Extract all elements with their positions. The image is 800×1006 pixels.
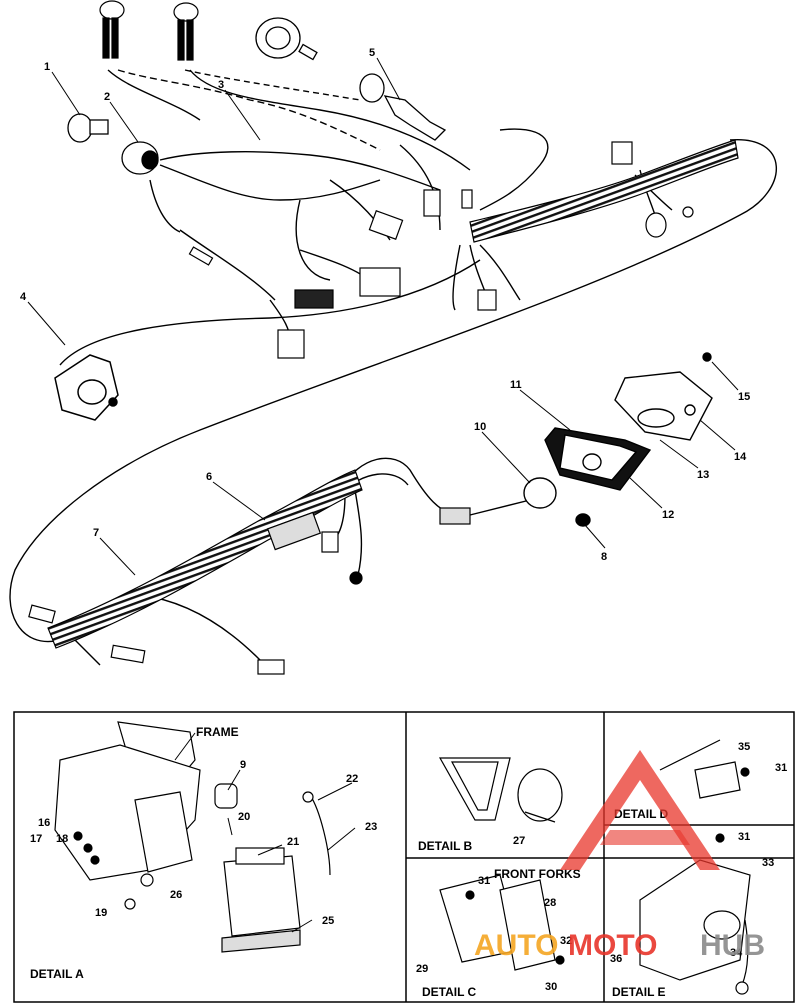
lamp-socket-2 — [121, 141, 159, 175]
callout-16: 16 — [38, 817, 50, 829]
callout-2: 2 — [104, 91, 110, 103]
ignition-switch-4 — [54, 354, 119, 421]
lower-harness-loom — [47, 469, 363, 649]
label-detail-e: DETAIL E — [612, 985, 666, 999]
switch-plugs-left — [99, 0, 199, 61]
callout-numbers: 1 2 3 4 5 6 7 8 9 10 11 12 13 14 15 16 1… — [20, 47, 787, 993]
callout-29: 29 — [416, 963, 428, 975]
callout-27: 27 — [513, 835, 525, 847]
callout-18: 18 — [56, 833, 68, 845]
callout-31-d: 31 — [775, 762, 787, 774]
callout-31-c: 31 — [478, 875, 490, 887]
callout-11: 11 — [510, 379, 522, 391]
detail-b-art — [438, 757, 563, 823]
tail-light-assembly — [523, 352, 713, 527]
callout-5: 5 — [369, 47, 375, 59]
callout-17: 17 — [30, 833, 42, 845]
bulb-socket-1 — [67, 113, 109, 143]
callout-30: 30 — [545, 981, 557, 993]
label-detail-b: DETAIL B — [418, 839, 473, 853]
detail-a-leaders — [174, 732, 356, 933]
callout-13: 13 — [697, 469, 709, 481]
callout-34: 34 — [730, 947, 743, 959]
callout-22: 22 — [346, 773, 358, 785]
callout-28: 28 — [544, 897, 556, 909]
detail-panels — [13, 711, 795, 1003]
callout-33: 33 — [762, 857, 774, 869]
watermark-text-hub: HUB — [700, 929, 765, 962]
label-frame: FRAME — [196, 725, 239, 739]
detail-e-art — [639, 833, 751, 995]
upper-harness-loom — [469, 139, 739, 243]
callout-32: 32 — [560, 935, 572, 947]
label-detail-a: DETAIL A — [30, 967, 84, 981]
watermark: AUTO MOTO HUB — [474, 750, 765, 962]
watermark-text-moto: MOTO — [568, 929, 657, 962]
callout-21: 21 — [287, 836, 299, 848]
callout-19: 19 — [95, 907, 107, 919]
callout-8: 8 — [601, 551, 607, 563]
callout-1: 1 — [44, 61, 50, 73]
callout-23: 23 — [365, 821, 377, 833]
callout-10: 10 — [474, 421, 486, 433]
label-detail-d: DETAIL D — [614, 807, 669, 821]
upper-harness — [9, 69, 777, 643]
callout-20: 20 — [238, 811, 250, 823]
leader-lines — [27, 57, 739, 576]
callout-14: 14 — [734, 451, 747, 463]
callout-6: 6 — [206, 471, 212, 483]
label-detail-c: DETAIL C — [422, 985, 477, 999]
watermark-text-auto: AUTO — [474, 929, 558, 962]
callout-9: 9 — [240, 759, 246, 771]
callout-4: 4 — [20, 291, 27, 303]
callout-26: 26 — [170, 889, 182, 901]
callout-25: 25 — [322, 915, 334, 927]
callout-31-e: 31 — [738, 831, 750, 843]
detail-c-art — [439, 874, 565, 971]
lower-harness — [74, 457, 531, 666]
connectors-center — [188, 141, 694, 359]
detail-d-art — [659, 739, 750, 799]
horn-and-connector-5 — [255, 17, 447, 141]
callout-15: 15 — [738, 391, 750, 403]
callout-35: 35 — [738, 741, 750, 753]
callout-12: 12 — [662, 509, 674, 521]
callout-36: 36 — [610, 953, 622, 965]
detail-a-art — [54, 721, 331, 953]
callout-7: 7 — [93, 527, 99, 539]
label-front-forks: FRONT FORKS — [494, 867, 581, 881]
lower-connectors — [28, 507, 471, 675]
callout-3: 3 — [218, 79, 224, 91]
detail-labels: FRAME DETAIL A DETAIL B DETAIL C FRONT F… — [30, 725, 669, 999]
